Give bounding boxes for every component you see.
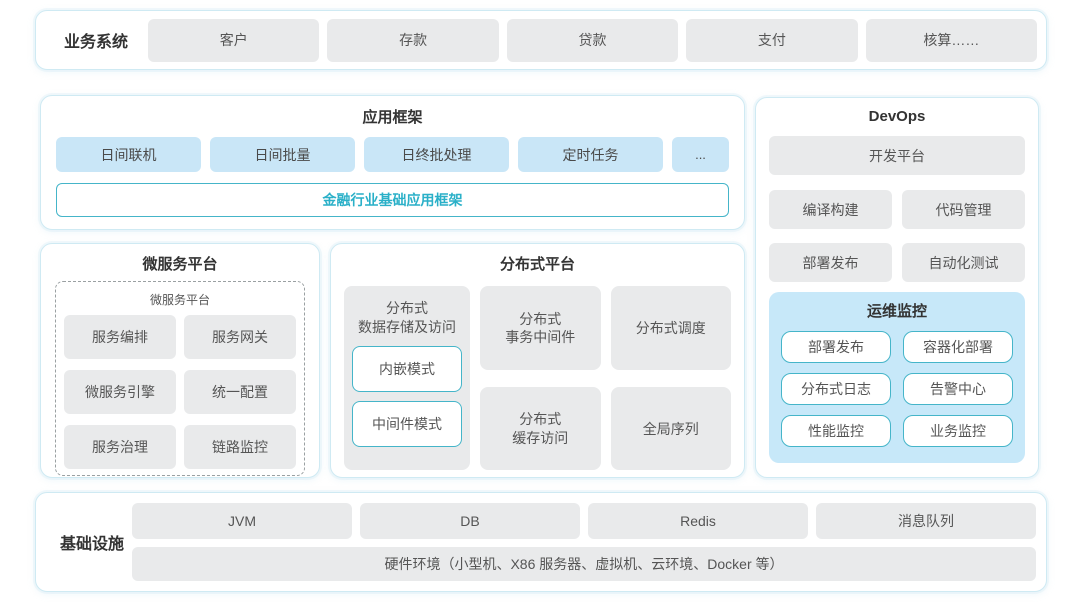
storage-mode-middleware: 中间件模式 bbox=[352, 400, 462, 447]
infrastructure-stack: JVM DB Redis 消息队列 硬件环境（小型机、X86 服务器、虚拟机、云… bbox=[132, 503, 1036, 581]
tool-compile-build: 编译构建 bbox=[769, 190, 892, 229]
infrastructure-label: 基础设施 bbox=[59, 536, 124, 553]
monitor-containerized-deploy: 容器化部署 bbox=[903, 331, 1013, 363]
business-systems-panel: 业务系统 客户 存款 贷款 支付 核算…… bbox=[35, 10, 1047, 70]
devops-panel: DevOps 开发平台 编译构建 代码管理 部署发布 自动化测试 运维监控 部署… bbox=[755, 97, 1039, 478]
infra-redis: Redis bbox=[588, 503, 808, 539]
module-daytime-online: 日间联机 bbox=[56, 137, 201, 172]
distributed-panel: 分布式平台 分布式 数据存储及访问 内嵌模式 中间件模式 分布式 事务中间件 分… bbox=[330, 243, 745, 478]
distributed-title: 分布式平台 bbox=[499, 256, 575, 273]
microservice-trace-monitor: 链路监控 bbox=[184, 425, 296, 469]
devops-title: DevOps bbox=[868, 108, 926, 125]
monitor-deploy-release: 部署发布 bbox=[781, 331, 891, 363]
microservice-engine: 微服务引擎 bbox=[64, 370, 176, 414]
ops-monitoring-title: 运维监控 bbox=[866, 303, 927, 320]
infrastructure-panel: 基础设施 JVM DB Redis 消息队列 硬件环境（小型机、X86 服务器、… bbox=[35, 492, 1047, 592]
distributed-transaction-middleware: 分布式 事务中间件 bbox=[480, 286, 601, 370]
microservice-inner-box: 微服务平台 服务编排 服务网关 微服务引擎 统一配置 服务治理 链路监控 bbox=[55, 281, 305, 476]
storage-mode-embedded: 内嵌模式 bbox=[352, 345, 462, 392]
microservice-governance: 服务治理 bbox=[64, 425, 176, 469]
base-framework-label: 金融行业基础应用框架 bbox=[322, 192, 463, 208]
microservice-orchestration: 服务编排 bbox=[64, 315, 176, 359]
tool-code-management: 代码管理 bbox=[902, 190, 1025, 229]
distributed-columns: 分布式 数据存储及访问 内嵌模式 中间件模式 分布式 事务中间件 分布式 缓存访… bbox=[344, 286, 731, 470]
business-system-accounting: 核算…… bbox=[865, 18, 1038, 62]
microservice-panel: 微服务平台 微服务平台 服务编排 服务网关 微服务引擎 统一配置 服务治理 链路… bbox=[40, 243, 320, 478]
distributed-col-transaction: 分布式 事务中间件 分布式 缓存访问 bbox=[480, 286, 601, 470]
app-framework-panel: 应用框架 日间联机 日间批量 日终批处理 定时任务 ... 金融行业基础应用框架 bbox=[40, 95, 745, 230]
microservice-title: 微服务平台 bbox=[142, 256, 218, 273]
monitor-distributed-log: 分布式日志 bbox=[781, 373, 891, 405]
app-framework-modules: 日间联机 日间批量 日终批处理 定时任务 ... bbox=[56, 137, 729, 172]
microservice-inner-title: 微服务平台 bbox=[149, 293, 210, 307]
infrastructure-row: JVM DB Redis 消息队列 bbox=[132, 503, 1036, 539]
microservice-unified-config: 统一配置 bbox=[184, 370, 296, 414]
distributed-cache-access: 分布式 缓存访问 bbox=[480, 387, 601, 470]
ops-monitoring-grid: 部署发布 容器化部署 分布式日志 告警中心 性能监控 业务监控 bbox=[781, 331, 1013, 447]
ops-monitoring-panel: 运维监控 部署发布 容器化部署 分布式日志 告警中心 性能监控 业务监控 bbox=[769, 292, 1025, 463]
microservice-gateway: 服务网关 bbox=[184, 315, 296, 359]
dev-platform-block: 开发平台 bbox=[769, 136, 1025, 175]
microservice-grid: 服务编排 服务网关 微服务引擎 统一配置 服务治理 链路监控 bbox=[64, 315, 296, 469]
business-system-customer: 客户 bbox=[148, 18, 320, 62]
module-daytime-batch: 日间批量 bbox=[210, 137, 355, 172]
base-framework-box: 金融行业基础应用框架 bbox=[56, 183, 729, 217]
hardware-environment-bar: 硬件环境（小型机、X86 服务器、虚拟机、云环境、Docker 等） bbox=[132, 547, 1036, 581]
tool-automated-testing: 自动化测试 bbox=[902, 243, 1025, 282]
infra-db: DB bbox=[360, 503, 580, 539]
distributed-scheduler: 分布式调度 bbox=[610, 286, 731, 370]
global-sequence: 全局序列 bbox=[610, 387, 731, 470]
business-system-deposit: 存款 bbox=[327, 18, 499, 62]
distributed-col-schedule: 分布式调度 全局序列 bbox=[610, 286, 731, 470]
module-scheduled-task: 定时任务 bbox=[518, 137, 663, 172]
module-more: ... bbox=[672, 137, 729, 172]
distributed-storage-box: 分布式 数据存储及访问 内嵌模式 中间件模式 bbox=[344, 286, 470, 470]
monitor-alert-center: 告警中心 bbox=[903, 373, 1013, 405]
business-system-payment: 支付 bbox=[686, 18, 858, 62]
app-framework-title: 应用框架 bbox=[362, 109, 423, 126]
distributed-storage-label: 分布式 数据存储及访问 bbox=[358, 300, 456, 335]
devops-tools-grid: 编译构建 代码管理 部署发布 自动化测试 bbox=[769, 190, 1025, 282]
business-systems-label: 业务系统 bbox=[63, 34, 128, 51]
monitor-business: 业务监控 bbox=[903, 415, 1013, 447]
infra-message-queue: 消息队列 bbox=[816, 503, 1036, 539]
module-eod-batch: 日终批处理 bbox=[364, 137, 509, 172]
tool-deploy-release: 部署发布 bbox=[769, 243, 892, 282]
business-system-loan: 贷款 bbox=[506, 18, 679, 62]
infra-jvm: JVM bbox=[132, 503, 352, 539]
monitor-performance: 性能监控 bbox=[781, 415, 891, 447]
